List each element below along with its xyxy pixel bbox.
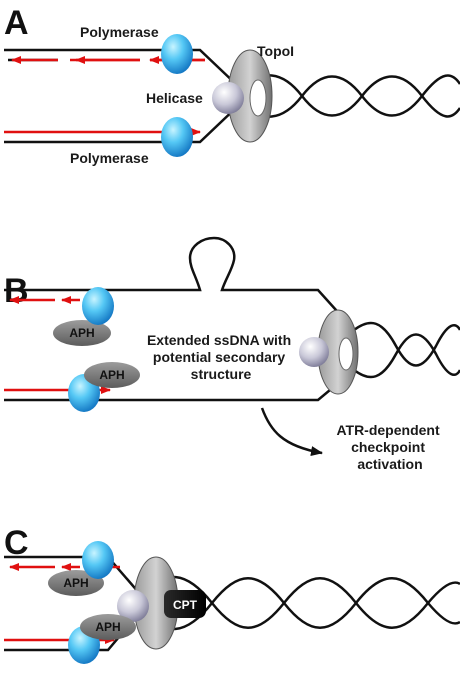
b-polymerase-top	[82, 287, 114, 325]
b-aph-top	[53, 320, 111, 346]
b-atr-text: ATR-dependent checkpoint activation	[336, 422, 443, 472]
a-duplex-strand-1	[239, 74, 460, 118]
b-aph-top-label: APH	[69, 326, 94, 340]
b-top-parental-strand-with-loop	[4, 236, 355, 331]
b-aph-bottom-label: APH	[99, 368, 124, 382]
b-aph-bottom	[84, 362, 140, 388]
c-aph-top	[48, 570, 104, 596]
panel-c-letter: C	[4, 524, 29, 562]
b-bottom-parental-strand	[4, 369, 355, 402]
a-top-parental-strand	[4, 48, 241, 89]
panel-c: C CPT APH APH	[4, 524, 460, 664]
panel-b: B APH APH Extended ssD	[4, 236, 460, 472]
panel-a-letter: A	[4, 4, 29, 42]
a-polymerase-top	[161, 34, 193, 74]
a-topoi-label: TopoI	[257, 43, 294, 59]
b-helicase	[299, 337, 329, 367]
a-helicase	[212, 82, 244, 114]
c-aph-top-label: APH	[63, 576, 88, 590]
panel-a: A Polymerase	[4, 4, 460, 166]
c-cpt-label: CPT	[173, 598, 198, 612]
a-polymerase-bottom	[161, 117, 193, 157]
b-ssdna-text: Extended ssDNA with potential secondary …	[147, 332, 295, 382]
a-polymerase-bottom-label: Polymerase	[70, 150, 149, 166]
b-duplex-strand-2	[353, 333, 460, 379]
a-duplex-strand-2	[239, 74, 460, 118]
a-polymerase-top-label: Polymerase	[80, 24, 159, 40]
a-topoi-clamp	[227, 49, 273, 143]
a-bottom-parental-strand	[4, 103, 241, 144]
b-atr-arrow	[260, 407, 323, 457]
a-helicase-label: Helicase	[146, 90, 203, 106]
c-helicase	[117, 590, 149, 622]
c-aph-bottom	[80, 614, 136, 640]
b-duplex-strand-1	[353, 321, 460, 367]
c-cpt-block: CPT	[164, 590, 206, 618]
c-aph-bottom-label: APH	[95, 620, 120, 634]
c-polymerase-top	[82, 541, 114, 579]
